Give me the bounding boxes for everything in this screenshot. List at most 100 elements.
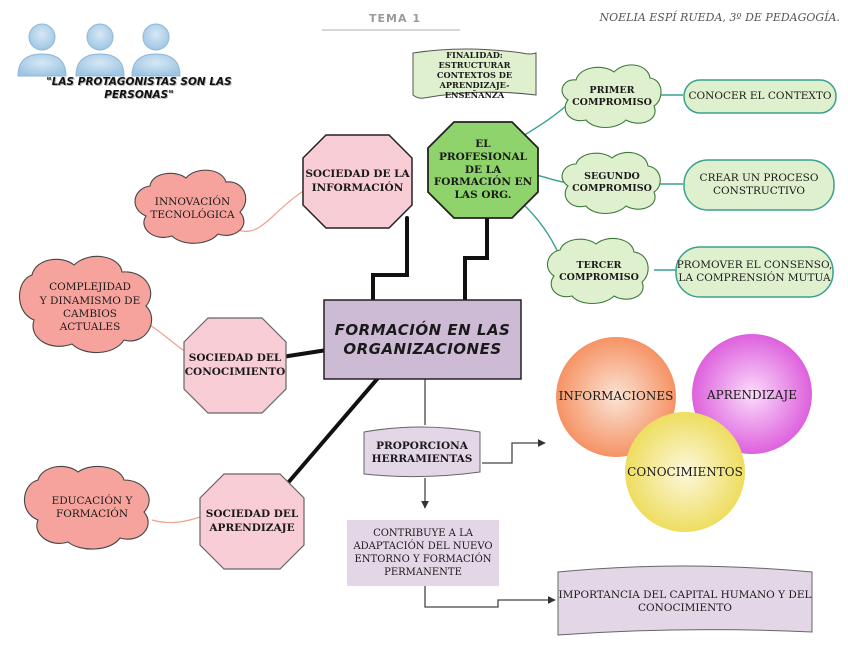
educacion-line-1: EDUCACIÓN Y — [51, 494, 133, 507]
connector-informacion — [371, 216, 409, 302]
sociedad-informacion-line-2: INFORMACIÓN — [311, 181, 404, 194]
innovacion-line-2: TECNOLÓGICA — [150, 209, 235, 221]
educacion-label: EDUCACIÓN Y FORMACIÓN — [32, 476, 152, 540]
cloud-educacion — [23, 465, 150, 550]
finalidad-line-1: FINALIDAD: ESTRUCTURAR — [438, 50, 511, 70]
segundo-compromiso-line-2: COMPROMISO — [572, 183, 652, 194]
arrow-venn — [482, 439, 546, 464]
connector-conocimiento — [280, 348, 329, 359]
cloud-complejidad — [19, 255, 152, 354]
venn-circle-conocimientos — [625, 412, 745, 532]
cloud-segundo-compromiso — [561, 151, 661, 215]
octagon-profesional — [427, 121, 539, 219]
cloud-tercer-compromiso — [546, 237, 649, 305]
tercer-compromiso-line-1: TERCER — [576, 260, 622, 272]
segundo-compromiso-line-1: SEGUNDO — [584, 171, 640, 183]
importancia-line-2: CONOCIMIENTO — [638, 602, 732, 614]
cloud-connectors — [149, 187, 309, 524]
connector-innovacion — [237, 187, 309, 232]
importancia-line-1: IMPORTANCIA DEL CAPITAL HUMANO Y DEL — [558, 588, 812, 601]
proporciona-banner — [363, 426, 481, 478]
octagon-sociedad-informacion — [302, 134, 413, 229]
venn-diagram — [556, 334, 812, 532]
octagon-sociedad-aprendizaje — [199, 473, 305, 570]
venn-label-conocimientos: CONOCIMIENTOS — [627, 464, 743, 479]
result-box-crear — [683, 159, 835, 211]
connector-educacion — [151, 516, 201, 524]
contribuye-line-3: ENTORNO Y FORMACIÓN — [354, 554, 492, 565]
result-box-conocer — [683, 79, 837, 114]
profesional-line-5: LAS ORG. — [454, 189, 512, 202]
innovacion-line-1: INNOVACIÓN — [154, 195, 231, 208]
central-node-label: FORMACIÓN EN LAS ORGANIZACIONES — [324, 300, 521, 379]
primer-compromiso-label: PRIMER COMPROMISO — [568, 70, 656, 124]
tagline: "LAS PROTAGONISTAS SON LAS PERSONAS" — [46, 75, 232, 101]
contribuye-line-2: ADAPTACIÓN DEL NUEVO — [353, 541, 493, 552]
promover-consenso-line-2: LA COMPRENSIÓN MUTUA — [678, 272, 831, 284]
profesional-label: EL PROFESIONAL DE LA FORMACIÓN EN LAS OR… — [428, 122, 538, 218]
sociedad-aprendizaje-line-1: SOCIEDAD DEL — [205, 508, 299, 521]
central-line-2: ORGANIZACIONES — [343, 339, 502, 358]
author-label: NOELIA ESPÍ RUEDA, 3º DE PEDAGOGÍA. — [599, 11, 841, 25]
innovacion-label: INNOVACIÓN TECNOLÓGICA — [140, 182, 245, 236]
connector-profesional — [463, 216, 489, 302]
tercer-compromiso-label: TERCER COMPROMISO — [552, 244, 646, 300]
primer-compromiso-line-2: COMPROMISO — [572, 97, 652, 108]
finalidad-line-2: CONTEXTOS DE — [436, 70, 513, 80]
crear-proceso-line-1: CREAR UN PROCESO — [699, 171, 819, 184]
page-title: TEMA 1 — [369, 12, 421, 26]
central-line-1: FORMACIÓN EN LAS — [334, 320, 511, 339]
finalidad-line-3: APRENDIZAJE-ENSEÑANZA — [439, 80, 510, 100]
promover-consenso-label: PROMOVER EL CONSENSO, LA COMPRENSIÓN MUT… — [676, 247, 833, 297]
people-icon — [17, 23, 181, 77]
proporciona-label: PROPORCIONA HERRAMIENTAS — [364, 430, 480, 476]
result-box-promover — [675, 246, 834, 298]
connector-aprendizaje — [285, 376, 380, 486]
sociedad-aprendizaje-line-2: APRENDIZAJE — [209, 521, 295, 534]
crear-proceso-label: CREAR UN PROCESO CONSTRUCTIVO — [684, 160, 834, 210]
cloud-innovacion — [134, 169, 247, 244]
importancia-label: IMPORTANCIA DEL CAPITAL HUMANO Y DEL CON… — [558, 574, 812, 630]
venn-label-aprendizaje: APRENDIZAJE — [707, 387, 797, 402]
tercer-compromiso-line-2: COMPROMISO — [559, 272, 639, 283]
proporciona-line-1: PROPORCIONA — [376, 439, 468, 452]
central-node — [323, 299, 522, 380]
conocer-contexto-line-1: CONOCER EL CONTEXTO — [688, 89, 832, 102]
importancia-banner — [557, 565, 813, 636]
sociedad-conocimiento-line-1: SOCIEDAD DEL — [188, 352, 282, 365]
contribuye-line-1: CONTRIBUYE A LA — [373, 528, 473, 539]
octagon-sociedad-conocimiento — [183, 317, 287, 414]
profesional-line-1: EL — [475, 138, 491, 150]
conocer-contexto-label: CONOCER EL CONTEXTO — [684, 80, 836, 113]
educacion-line-2: FORMACIÓN — [55, 508, 129, 520]
cloud-primer-compromiso — [561, 64, 662, 129]
crear-proceso-line-2: CONSTRUCTIVO — [713, 185, 805, 197]
finalidad-label: FINALIDAD: ESTRUCTURAR CONTEXTOS DE APRE… — [413, 50, 536, 100]
profesional-line-3: DE LA — [464, 163, 502, 176]
sociedad-conocimiento-line-2: CONOCIMIENTO — [184, 365, 286, 378]
complejidad-line-1: COMPLEJIDAD — [49, 281, 131, 294]
sociedad-conocimiento-label: SOCIEDAD DEL CONOCIMIENTO — [184, 318, 286, 413]
contribuye-box — [347, 520, 499, 586]
main-connectors — [280, 216, 489, 486]
proporciona-line-2: HERRAMIENTAS — [371, 453, 473, 465]
venn-circle-aprendizaje — [692, 334, 812, 454]
complejidad-label: COMPLEJIDAD Y DINAMISMO DE CAMBIOS ACTUA… — [26, 268, 154, 348]
sociedad-informacion-label: SOCIEDAD DE LA INFORMACIÓN — [303, 135, 412, 228]
complejidad-line-4: ACTUALES — [59, 321, 121, 334]
profesional-line-4: FORMACIÓN EN — [433, 176, 533, 189]
promover-consenso-line-1: PROMOVER EL CONSENSO, — [676, 258, 833, 271]
complejidad-line-2: Y DINAMISMO DE — [39, 294, 141, 307]
profesional-line-2: PROFESIONAL — [439, 150, 527, 163]
contribuye-line-4: PERMANENTE — [384, 567, 462, 578]
connector-complejidad — [149, 324, 187, 353]
sociedad-informacion-line-1: SOCIEDAD DE LA — [305, 168, 410, 181]
contribuye-label: CONTRIBUYE A LA ADAPTACIÓN DEL NUEVO ENT… — [347, 520, 499, 586]
finalidad-banner — [412, 48, 537, 99]
arrow-importancia — [424, 585, 556, 608]
segundo-compromiso-label: SEGUNDO COMPROMISO — [568, 155, 656, 211]
venn-label-informaciones: INFORMACIONES — [558, 388, 674, 403]
sociedad-aprendizaje-label: SOCIEDAD DEL APRENDIZAJE — [200, 474, 304, 569]
primer-compromiso-line-1: PRIMER — [589, 85, 635, 97]
